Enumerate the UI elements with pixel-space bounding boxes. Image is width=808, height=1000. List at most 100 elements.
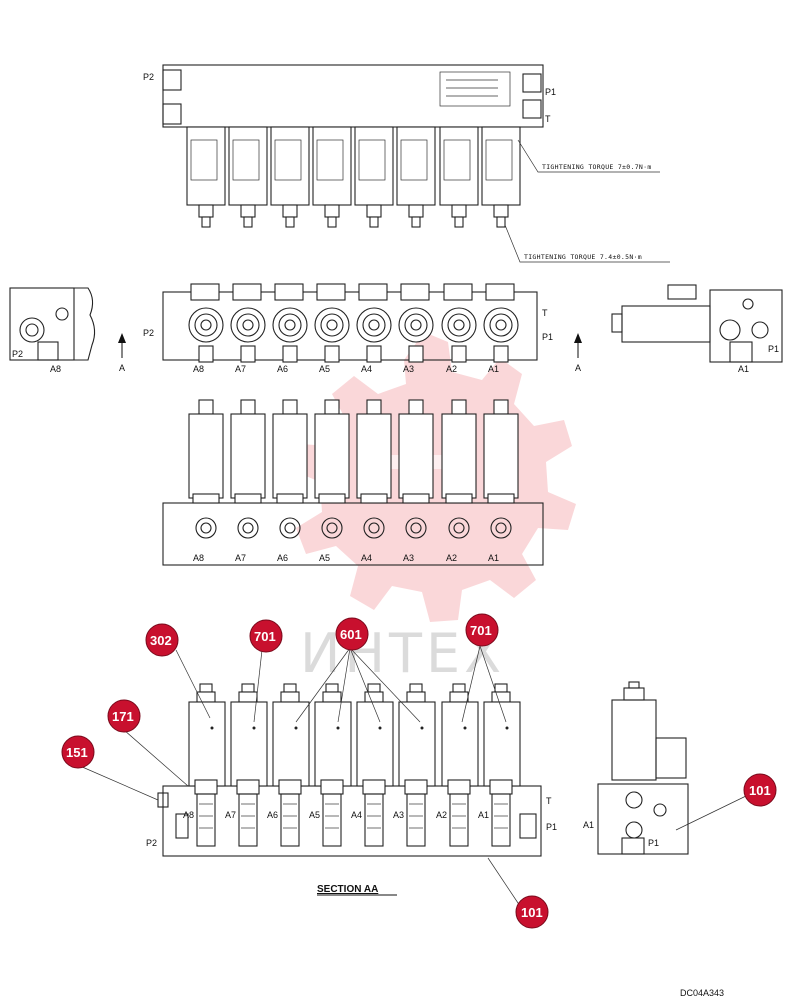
bottom-outlet-label: A2 bbox=[446, 553, 457, 563]
section-port-p2-label: P2 bbox=[146, 838, 157, 848]
bottom-port: A2 bbox=[446, 517, 470, 563]
section-port-p1-label: P1 bbox=[546, 822, 557, 832]
bottom-coil bbox=[441, 399, 477, 504]
top-solenoid bbox=[481, 126, 521, 228]
front-coil bbox=[188, 283, 224, 363]
side-view-p1-label: P1 bbox=[648, 838, 659, 848]
section-marker-left: A bbox=[118, 333, 126, 373]
front-outlet-label: A6 bbox=[277, 364, 288, 374]
front-coil bbox=[398, 283, 434, 363]
front-outlet-labels: A8 A7 A6 A5 A4 A3 A2 A1 bbox=[193, 364, 499, 374]
svg-text:151: 151 bbox=[66, 745, 88, 760]
svg-text:101: 101 bbox=[521, 905, 543, 920]
top-solenoid bbox=[312, 126, 352, 228]
bottom-port: A5 bbox=[319, 517, 343, 563]
left-end-view: P2 A8 bbox=[9, 287, 96, 374]
bottom-port: A8 bbox=[193, 517, 217, 563]
top-solenoid bbox=[270, 126, 310, 228]
section-coil: A5 bbox=[309, 683, 352, 847]
callout-601: 601 bbox=[335, 617, 369, 651]
front-coil-row bbox=[188, 283, 519, 363]
callout-701-right: 701 bbox=[465, 613, 499, 647]
callout-101-side: 101 bbox=[743, 773, 777, 807]
section-outlet-label: A7 bbox=[225, 810, 236, 820]
front-outlet-label: A7 bbox=[235, 364, 246, 374]
section-outlet-label: A2 bbox=[436, 810, 447, 820]
front-outlet-label: A5 bbox=[319, 364, 330, 374]
bottom-coil bbox=[188, 399, 224, 504]
bottom-coil bbox=[398, 399, 434, 504]
bottom-port: A7 bbox=[235, 517, 259, 563]
bottom-outlet-label: A5 bbox=[319, 553, 330, 563]
front-coil bbox=[314, 283, 350, 363]
callout-leaders bbox=[79, 645, 747, 907]
left-view-a8-label: A8 bbox=[50, 364, 61, 374]
section-outlet-label: A1 bbox=[478, 810, 489, 820]
bottom-port: A6 bbox=[277, 517, 301, 563]
svg-text:101: 101 bbox=[749, 783, 771, 798]
section-outlet-label: A6 bbox=[267, 810, 278, 820]
section-port-t-label: T bbox=[546, 796, 552, 806]
svg-text:A: A bbox=[119, 363, 125, 373]
front-coil bbox=[441, 283, 477, 363]
section-title: SECTION AA bbox=[317, 884, 378, 895]
bottom-port: A1 bbox=[488, 517, 512, 563]
section-outlet-label: A3 bbox=[393, 810, 404, 820]
top-solenoid bbox=[354, 126, 394, 228]
torque-note-lower: TIGHTENING TORQUE 7.4±0.5N·m bbox=[524, 253, 642, 261]
front-coil bbox=[483, 283, 519, 363]
top-solenoid-row bbox=[186, 126, 521, 228]
bottom-view: A8 A7 A6 A5 A4 A3 A2 A1 bbox=[162, 399, 544, 566]
front-outlet-label: A2 bbox=[446, 364, 457, 374]
top-port-p1-label: P1 bbox=[545, 87, 556, 97]
front-outlet-label: A8 bbox=[193, 364, 204, 374]
front-coil bbox=[272, 283, 308, 363]
top-solenoid bbox=[439, 126, 479, 228]
top-port-p2-label: P2 bbox=[143, 72, 154, 82]
bottom-coil bbox=[483, 399, 519, 504]
right-end-view: P1 A1 bbox=[611, 284, 783, 374]
svg-text:701: 701 bbox=[254, 629, 276, 644]
front-port-t-label: T bbox=[542, 308, 548, 318]
bottom-coil bbox=[314, 399, 350, 504]
section-coil: A1 bbox=[478, 683, 521, 847]
front-outlet-label: A3 bbox=[403, 364, 414, 374]
top-solenoid bbox=[396, 126, 436, 228]
front-view: P2 T P1 A8 A7 A6 A5 A4 A3 A2 A1 bbox=[143, 283, 553, 374]
top-port-t-label: T bbox=[545, 114, 551, 124]
front-outlet-label: A4 bbox=[361, 364, 372, 374]
svg-text:601: 601 bbox=[340, 627, 362, 642]
callout-151: 151 bbox=[61, 735, 95, 769]
svg-text:302: 302 bbox=[150, 633, 172, 648]
bottom-coil bbox=[230, 399, 266, 504]
svg-text:701: 701 bbox=[470, 623, 492, 638]
section-coil: A3 bbox=[393, 683, 436, 847]
bottom-outlet-label: A1 bbox=[488, 553, 499, 563]
section-outlet-label: A5 bbox=[309, 810, 320, 820]
left-view-p2-label: P2 bbox=[12, 349, 23, 359]
bottom-outlet-label: A4 bbox=[361, 553, 372, 563]
front-port-p1-label: P1 bbox=[542, 332, 553, 342]
callout-171: 171 bbox=[107, 699, 141, 733]
front-outlet-label: A1 bbox=[488, 364, 499, 374]
bottom-outlet-label: A6 bbox=[277, 553, 288, 563]
drawing-code: DC04A343 bbox=[680, 988, 724, 998]
bottom-outlet-label: A3 bbox=[403, 553, 414, 563]
callout-101-bottom: 101 bbox=[515, 895, 549, 929]
section-coil: A2 bbox=[436, 683, 479, 847]
callout-302: 302 bbox=[145, 623, 179, 657]
bottom-coil-row bbox=[188, 399, 519, 504]
section-coil: A8 bbox=[183, 683, 226, 847]
front-coil bbox=[230, 283, 266, 363]
section-coil: A6 bbox=[267, 683, 310, 847]
bottom-port: A4 bbox=[361, 517, 385, 563]
front-port-p2-label: P2 bbox=[143, 328, 154, 338]
top-solenoid bbox=[228, 126, 268, 228]
bottom-port: A3 bbox=[403, 517, 427, 563]
bottom-outlet-label: A8 bbox=[193, 553, 204, 563]
bottom-outlet-label: A7 bbox=[235, 553, 246, 563]
section-outlet-label: A4 bbox=[351, 810, 362, 820]
